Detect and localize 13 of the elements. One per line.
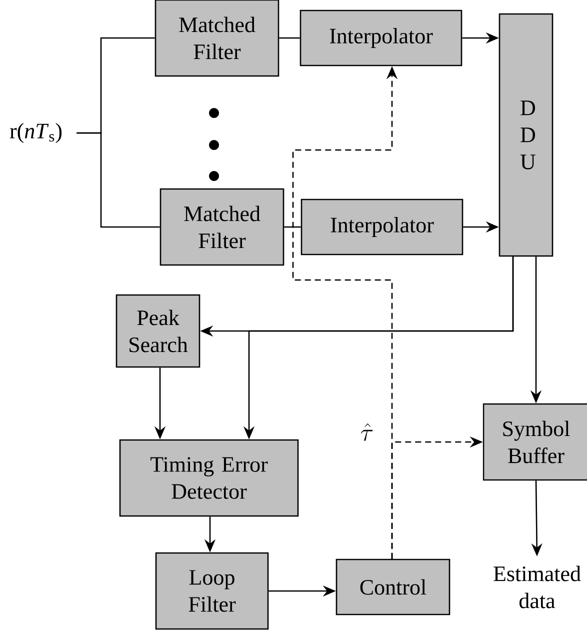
input-signal-label: r(nT$_{s}$): [10, 123, 62, 143]
edge-label: $\hat{\tau}$: [360, 423, 373, 441]
buffer-box: Symbol Buffer: [482, 403, 587, 481]
filter-box: Matched Filter: [154, 0, 280, 77]
interpolator-box: Interpolator: [300, 10, 462, 66]
filter-box: Matched Filter: [160, 188, 284, 266]
filter-box: Loop Filter: [155, 552, 269, 630]
output-label: Estimated data: [494, 566, 581, 608]
interpolator-box: Interpolator: [300, 198, 464, 256]
search-box: Peak Search: [116, 294, 200, 368]
ddu-box: D D U: [498, 13, 554, 257]
detector-box: Timing Error Detector: [119, 439, 299, 517]
control-box: Control: [336, 558, 450, 616]
